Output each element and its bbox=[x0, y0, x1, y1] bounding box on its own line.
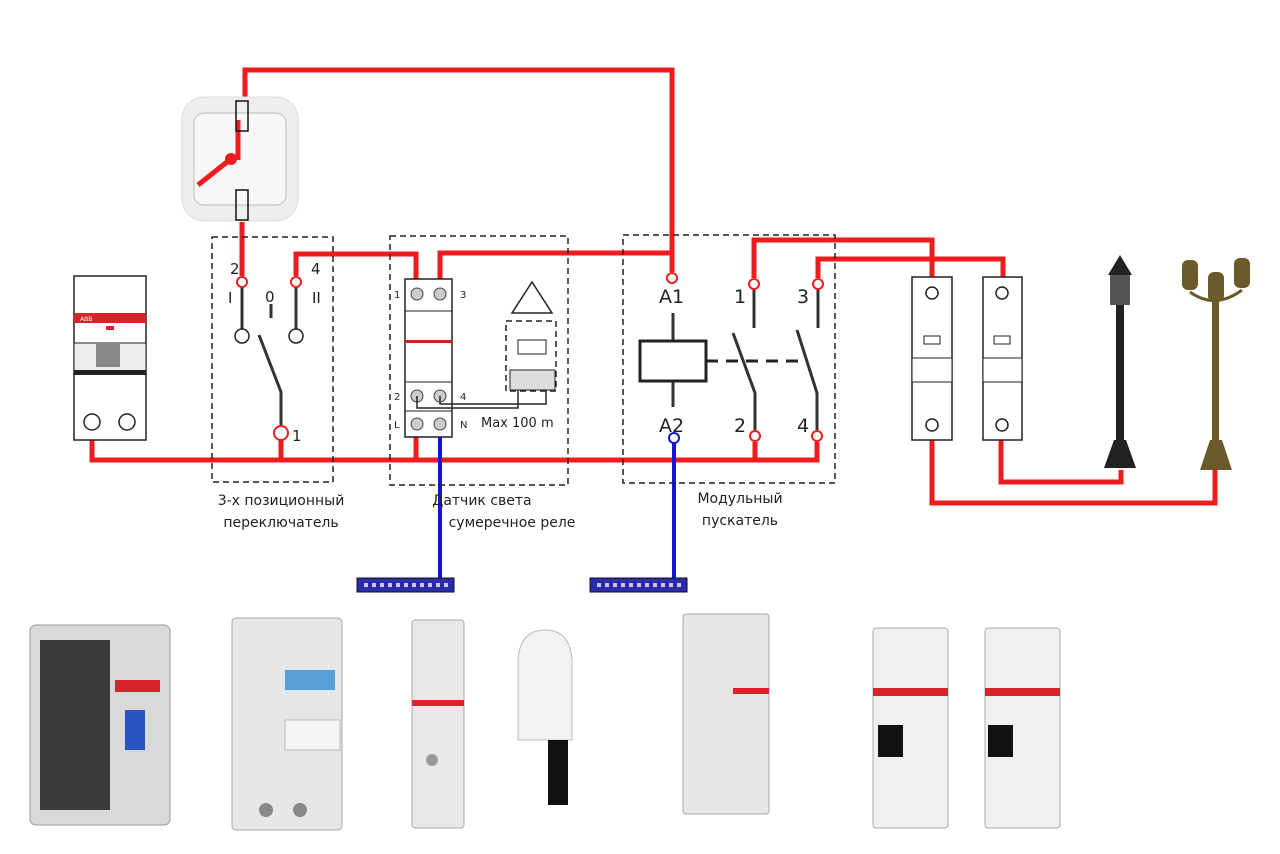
contactor-caption-2: пускатель bbox=[702, 513, 778, 529]
modular-contactor[interactable]: A1 A2 1 3 2 4 bbox=[622, 234, 836, 484]
position-0-label: 0 bbox=[265, 288, 275, 306]
photo-modular-contactor bbox=[682, 613, 770, 815]
sensor-terminal-4: 4 bbox=[460, 392, 466, 403]
contactor-1-label: 1 bbox=[734, 286, 746, 308]
sensor-caption-1: Датчик света bbox=[432, 493, 531, 509]
phase-wires bbox=[89, 67, 1218, 506]
output-breaker-1 bbox=[911, 276, 953, 441]
terminal-1-label: 1 bbox=[292, 427, 302, 445]
neutral-busbar-1 bbox=[356, 577, 455, 593]
sensor-terminal-1: 1 bbox=[394, 290, 400, 301]
contactor-2-label: 2 bbox=[734, 415, 746, 437]
output-breaker-2 bbox=[982, 276, 1023, 441]
sensor-terminal-L: L bbox=[394, 420, 400, 431]
contactor-3-label: 3 bbox=[797, 286, 809, 308]
position-II-label: II bbox=[312, 289, 321, 307]
single-street-lamp-icon bbox=[1104, 255, 1136, 468]
output-breakers[interactable] bbox=[911, 276, 1023, 441]
max-distance-label: Max 100 m bbox=[481, 416, 554, 431]
twilight-relay[interactable]: 1 3 2 4 L N Max 100 m bbox=[389, 235, 569, 486]
photo-rcbo-breaker bbox=[29, 624, 171, 826]
switch-caption-2: переключатель bbox=[223, 515, 338, 531]
sensor-terminal-N: N bbox=[460, 420, 467, 431]
sensor-terminal-3: 3 bbox=[460, 290, 466, 301]
terminal-4-label: 4 bbox=[311, 260, 321, 278]
switch-caption-1: 3-х позиционный bbox=[218, 493, 345, 509]
photo-circuit-breakers bbox=[872, 627, 1061, 829]
contactor-A2-label: A2 bbox=[659, 415, 684, 437]
photo-twilight-switch bbox=[231, 617, 343, 831]
terminal-2-label: 2 bbox=[230, 260, 240, 278]
input-circuit-breaker[interactable]: ABB bbox=[73, 275, 147, 441]
neutral-busbar-2 bbox=[589, 577, 688, 593]
contactor-4-label: 4 bbox=[797, 415, 809, 437]
breaker-brand: ABB bbox=[80, 316, 92, 323]
three-position-switch[interactable]: 2 4 1 I 0 II bbox=[211, 236, 334, 483]
neutral-wires bbox=[438, 437, 676, 580]
triple-street-lamp-icon bbox=[1182, 258, 1250, 470]
sensor-caption-2: сумеречное реле bbox=[449, 515, 576, 531]
sensor-terminal-2: 2 bbox=[394, 392, 400, 403]
contactor-A1-label: A1 bbox=[659, 286, 684, 308]
contactor-caption-1: Модульный bbox=[697, 491, 782, 507]
position-I-label: I bbox=[228, 289, 232, 307]
photo-light-sensor-relay bbox=[411, 619, 573, 829]
wall-switch[interactable] bbox=[181, 96, 299, 222]
